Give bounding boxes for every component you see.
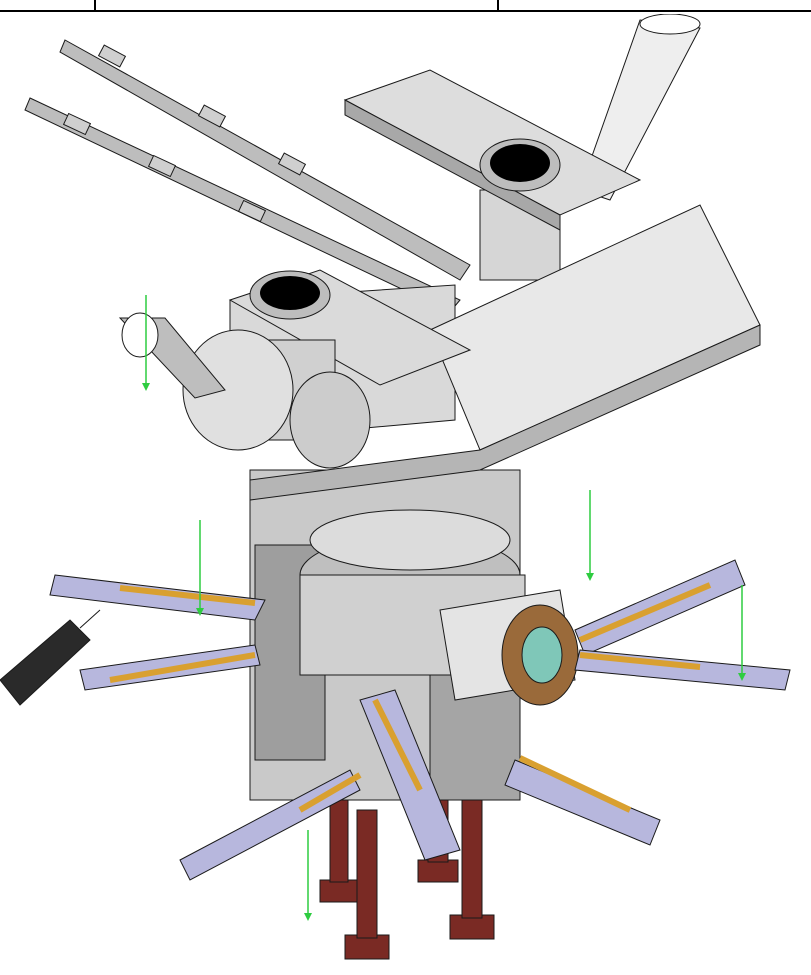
top-port-opening	[490, 144, 550, 182]
actuator	[504, 755, 661, 846]
support-legs	[319, 799, 495, 960]
actuator	[79, 644, 261, 691]
probe	[0, 609, 101, 706]
arrow	[196, 520, 204, 616]
actuator	[359, 689, 461, 861]
left-port-opening	[260, 276, 320, 310]
rear-port-tower	[343, 69, 642, 281]
arrow	[304, 830, 312, 921]
support-leg	[344, 809, 390, 960]
actuator	[179, 769, 362, 881]
drawing-title-block	[0, 0, 811, 12]
side-port	[439, 589, 579, 706]
title-block-cell	[497, 0, 811, 12]
upper-beam-rails	[24, 39, 471, 313]
title-block-cell	[94, 0, 497, 12]
actuator	[574, 649, 791, 691]
cad-viewport[interactable]	[0, 14, 811, 975]
actuator	[49, 574, 266, 621]
viewport-window-glass	[521, 626, 563, 684]
support-leg	[319, 799, 359, 903]
main-chamber	[249, 469, 526, 801]
arrow	[738, 585, 746, 681]
actuator	[574, 559, 746, 656]
linear-actuators	[49, 559, 791, 881]
dimension-arrows	[142, 295, 746, 921]
arrow	[586, 490, 594, 581]
flange-disc	[182, 329, 294, 451]
top-pipe	[579, 14, 701, 201]
arrow	[142, 295, 150, 391]
